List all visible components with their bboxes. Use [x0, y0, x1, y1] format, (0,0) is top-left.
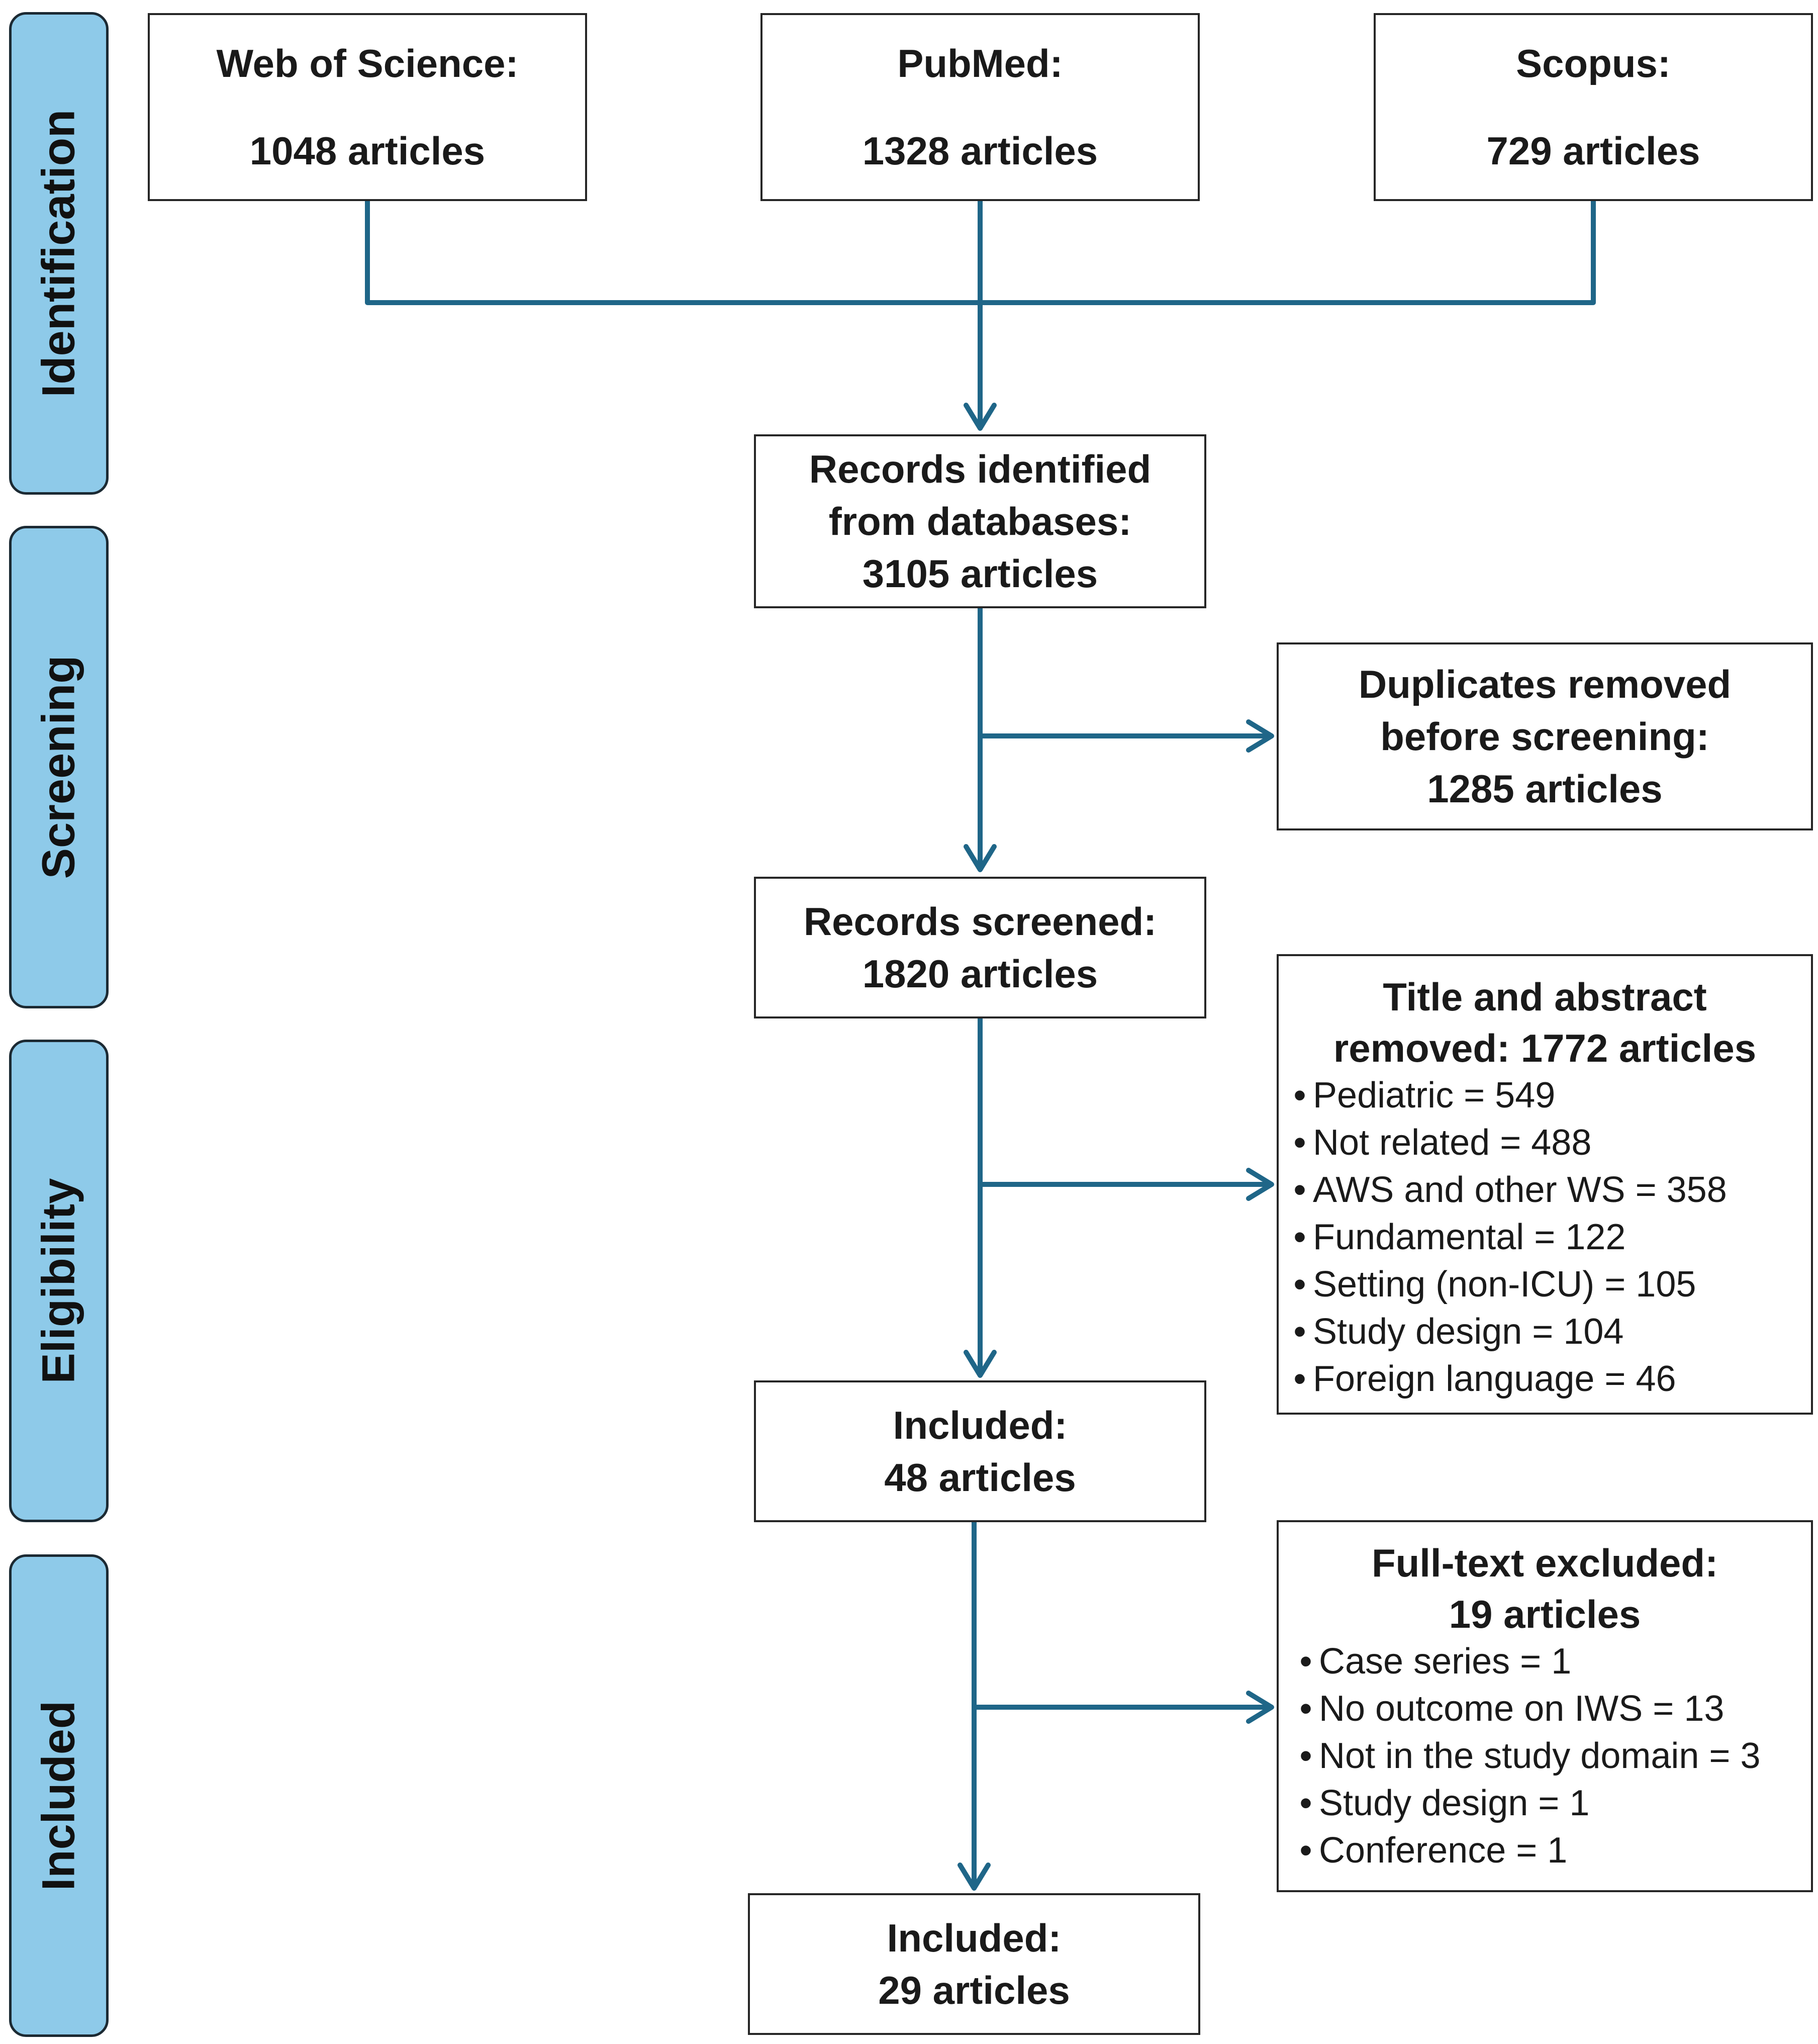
phase-identification: Identification	[9, 12, 109, 495]
reason-item: No outcome on IWS = 13	[1293, 1685, 1811, 1732]
included-29-box: Included: 29 articles	[748, 1893, 1200, 2035]
connector-wos	[365, 199, 983, 305]
reason-item: Not related = 488	[1287, 1119, 1811, 1166]
source-count: 729 articles	[1486, 129, 1700, 173]
fulltext-heading: Full-text excluded: 19 articles	[1279, 1537, 1811, 1640]
source-scopus: Scopus: 729 articles	[1374, 13, 1813, 201]
screened-line1: Records screened:	[803, 899, 1157, 944]
fulltext-reasons: Case series = 1 No outcome on IWS = 13 N…	[1293, 1638, 1811, 1874]
included-29-line1: Included:	[887, 1916, 1062, 1960]
identified-line2: from databases:	[828, 499, 1132, 543]
reason-item: Conference = 1	[1293, 1827, 1811, 1874]
reason-item: Fundamental = 122	[1287, 1214, 1811, 1261]
fulltext-excluded-box: Full-text excluded: 19 articles Case ser…	[1277, 1520, 1813, 1892]
source-count: 1328 articles	[862, 129, 1098, 173]
reason-item: Setting (non-ICU) = 105	[1287, 1261, 1811, 1308]
reason-item: Study design = 1	[1293, 1780, 1811, 1827]
included-48-count: 48 articles	[884, 1455, 1076, 1500]
duplicates-removed-box: Duplicates removed before screening: 128…	[1277, 642, 1813, 830]
title-abstract-line1: Title and abstract	[1383, 975, 1707, 1019]
reason-item: Foreign language = 46	[1287, 1355, 1811, 1403]
source-count: 1048 articles	[249, 129, 486, 173]
reason-item: Not in the study domain = 3	[1293, 1732, 1811, 1780]
reason-item: Study design = 104	[1287, 1308, 1811, 1355]
included-48-box: Included: 48 articles	[754, 1380, 1206, 1522]
title-abstract-line2: removed: 1772 articles	[1333, 1026, 1757, 1070]
identified-count: 3105 articles	[862, 551, 1098, 596]
source-name: PubMed:	[897, 41, 1063, 85]
source-web-of-science: Web of Science: 1048 articles	[148, 13, 587, 201]
duplicates-line1: Duplicates removed	[1358, 662, 1732, 706]
included-29-count: 29 articles	[878, 1968, 1070, 2012]
source-pubmed: PubMed: 1328 articles	[760, 13, 1200, 201]
fulltext-line2: 19 articles	[1449, 1592, 1641, 1636]
reason-item: Pediatric = 549	[1287, 1072, 1811, 1119]
duplicates-line2: before screening:	[1380, 714, 1709, 759]
reason-item: Case series = 1	[1293, 1638, 1811, 1685]
identified-line1: Records identified	[809, 447, 1152, 491]
records-screened-box: Records screened: 1820 articles	[754, 877, 1206, 1018]
phase-screening: Screening	[9, 526, 109, 1008]
arrowhead-identified	[964, 403, 997, 431]
title-abstract-removed-box: Title and abstract removed: 1772 article…	[1277, 954, 1813, 1415]
arrowhead-included-48	[964, 1350, 997, 1378]
reason-item: AWS and other WS = 358	[1287, 1166, 1811, 1214]
records-identified-box: Records identified from databases: 3105 …	[754, 434, 1206, 608]
fulltext-line1: Full-text excluded:	[1371, 1541, 1718, 1585]
phase-eligibility: Eligibility	[9, 1040, 109, 1522]
title-abstract-reasons: Pediatric = 549 Not related = 488 AWS an…	[1287, 1072, 1811, 1403]
connector-scopus	[978, 199, 1596, 305]
title-abstract-heading: Title and abstract removed: 1772 article…	[1279, 971, 1811, 1074]
duplicates-count: 1285 articles	[1427, 767, 1663, 811]
source-name: Scopus:	[1516, 41, 1671, 85]
arrowhead-fulltext	[1246, 1691, 1274, 1724]
arrowhead-duplicates	[1246, 719, 1274, 753]
included-48-line1: Included:	[893, 1403, 1068, 1447]
screened-count: 1820 articles	[862, 952, 1098, 996]
arrowhead-title-abstract	[1246, 1168, 1274, 1201]
source-name: Web of Science:	[216, 41, 519, 85]
arrowhead-included-29	[958, 1863, 991, 1891]
phase-included: Included	[9, 1554, 109, 2037]
arrowhead-screened	[964, 844, 997, 872]
